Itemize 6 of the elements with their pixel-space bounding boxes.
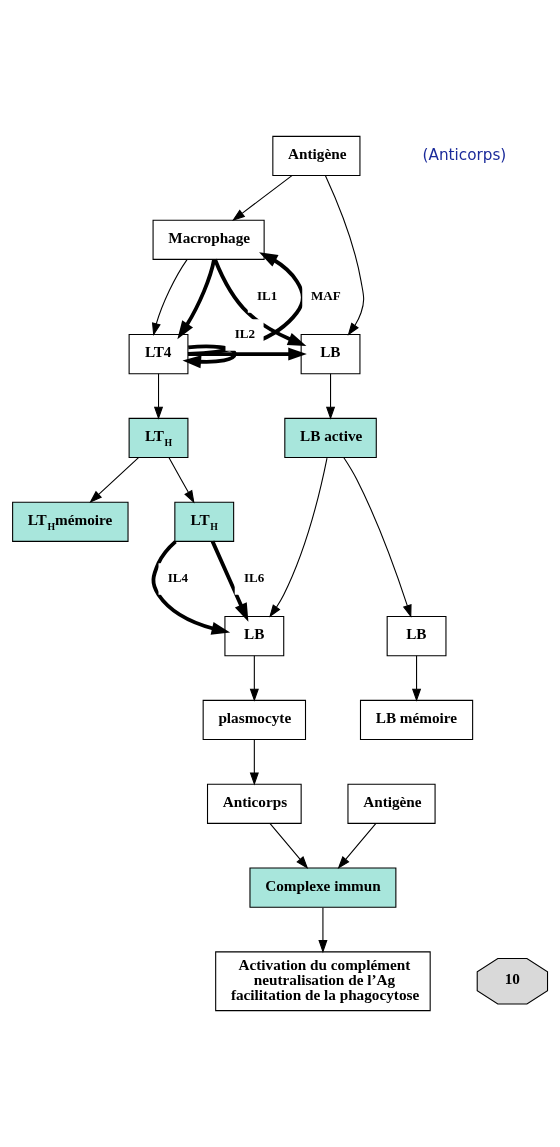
edge-label: MAF bbox=[310, 287, 341, 303]
edge-label: IL6 bbox=[243, 569, 265, 585]
edge-label: IL2 bbox=[234, 325, 256, 341]
label: (Anticorps) bbox=[422, 145, 507, 164]
edge-label: IL1 bbox=[257, 287, 278, 303]
edge-label: IL4 bbox=[167, 569, 189, 585]
